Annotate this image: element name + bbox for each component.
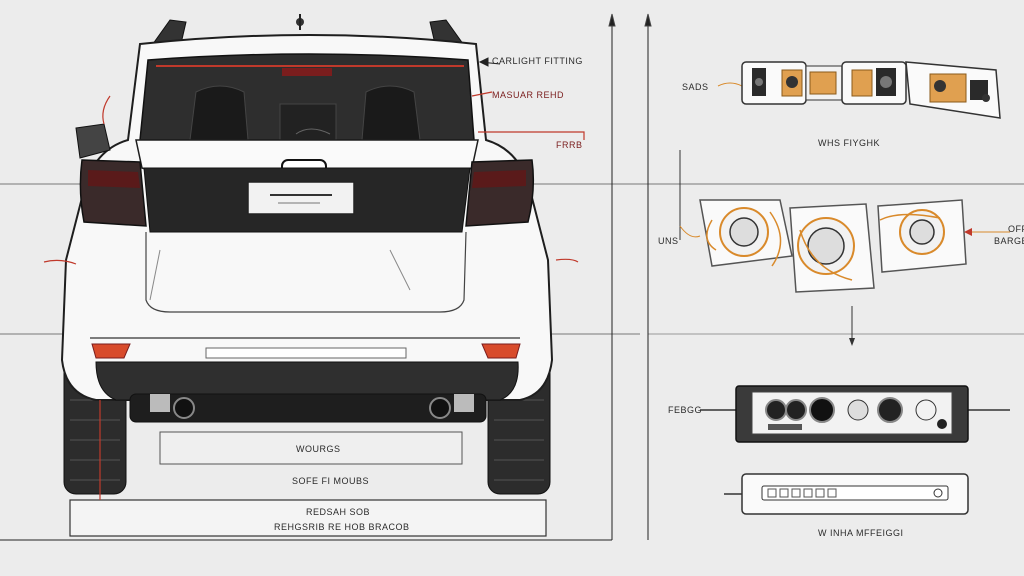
license-plate xyxy=(247,181,355,215)
right-taillight xyxy=(465,159,535,227)
label-module-caption: WHS FIYGHK xyxy=(818,138,881,148)
bottom-light-bar xyxy=(724,473,969,515)
rear-bumper xyxy=(95,361,519,401)
label-carlight-fitting: CARLIGHT FITTING xyxy=(492,56,583,66)
speaker-assembly xyxy=(679,150,1010,346)
label-under-car-3: REHGSRIB RE HOB BRACOB xyxy=(274,522,410,532)
car-wiring xyxy=(43,91,585,500)
controller-box xyxy=(700,385,1010,443)
left-taillight xyxy=(79,159,147,227)
light-module-strip xyxy=(717,61,1001,119)
ground-plate xyxy=(69,499,547,537)
label-speaker-left: UNS xyxy=(658,236,679,246)
label-red-callout: MASUAR REHD xyxy=(492,90,565,100)
bumper-plate xyxy=(159,431,463,465)
label-car-side: FRRB xyxy=(556,140,583,150)
left-exhaust xyxy=(173,397,195,419)
label-under-car-1: SOFE FI MOUBS xyxy=(292,476,370,486)
suv-rear-view xyxy=(60,14,554,495)
right-exhaust xyxy=(429,397,451,419)
label-module-left: SADS xyxy=(682,82,709,92)
label-bottom-right-caption: W INHA MFFEIGGI xyxy=(818,528,904,538)
label-speaker-right-top: OFF xyxy=(1008,224,1024,234)
label-under-car-2: REDSAH SOB xyxy=(306,507,371,517)
label-speaker-right: BARGE xyxy=(994,236,1024,246)
label-controller-left: FEBGG xyxy=(668,405,703,415)
label-bumper-plate: WOURGS xyxy=(296,444,341,454)
